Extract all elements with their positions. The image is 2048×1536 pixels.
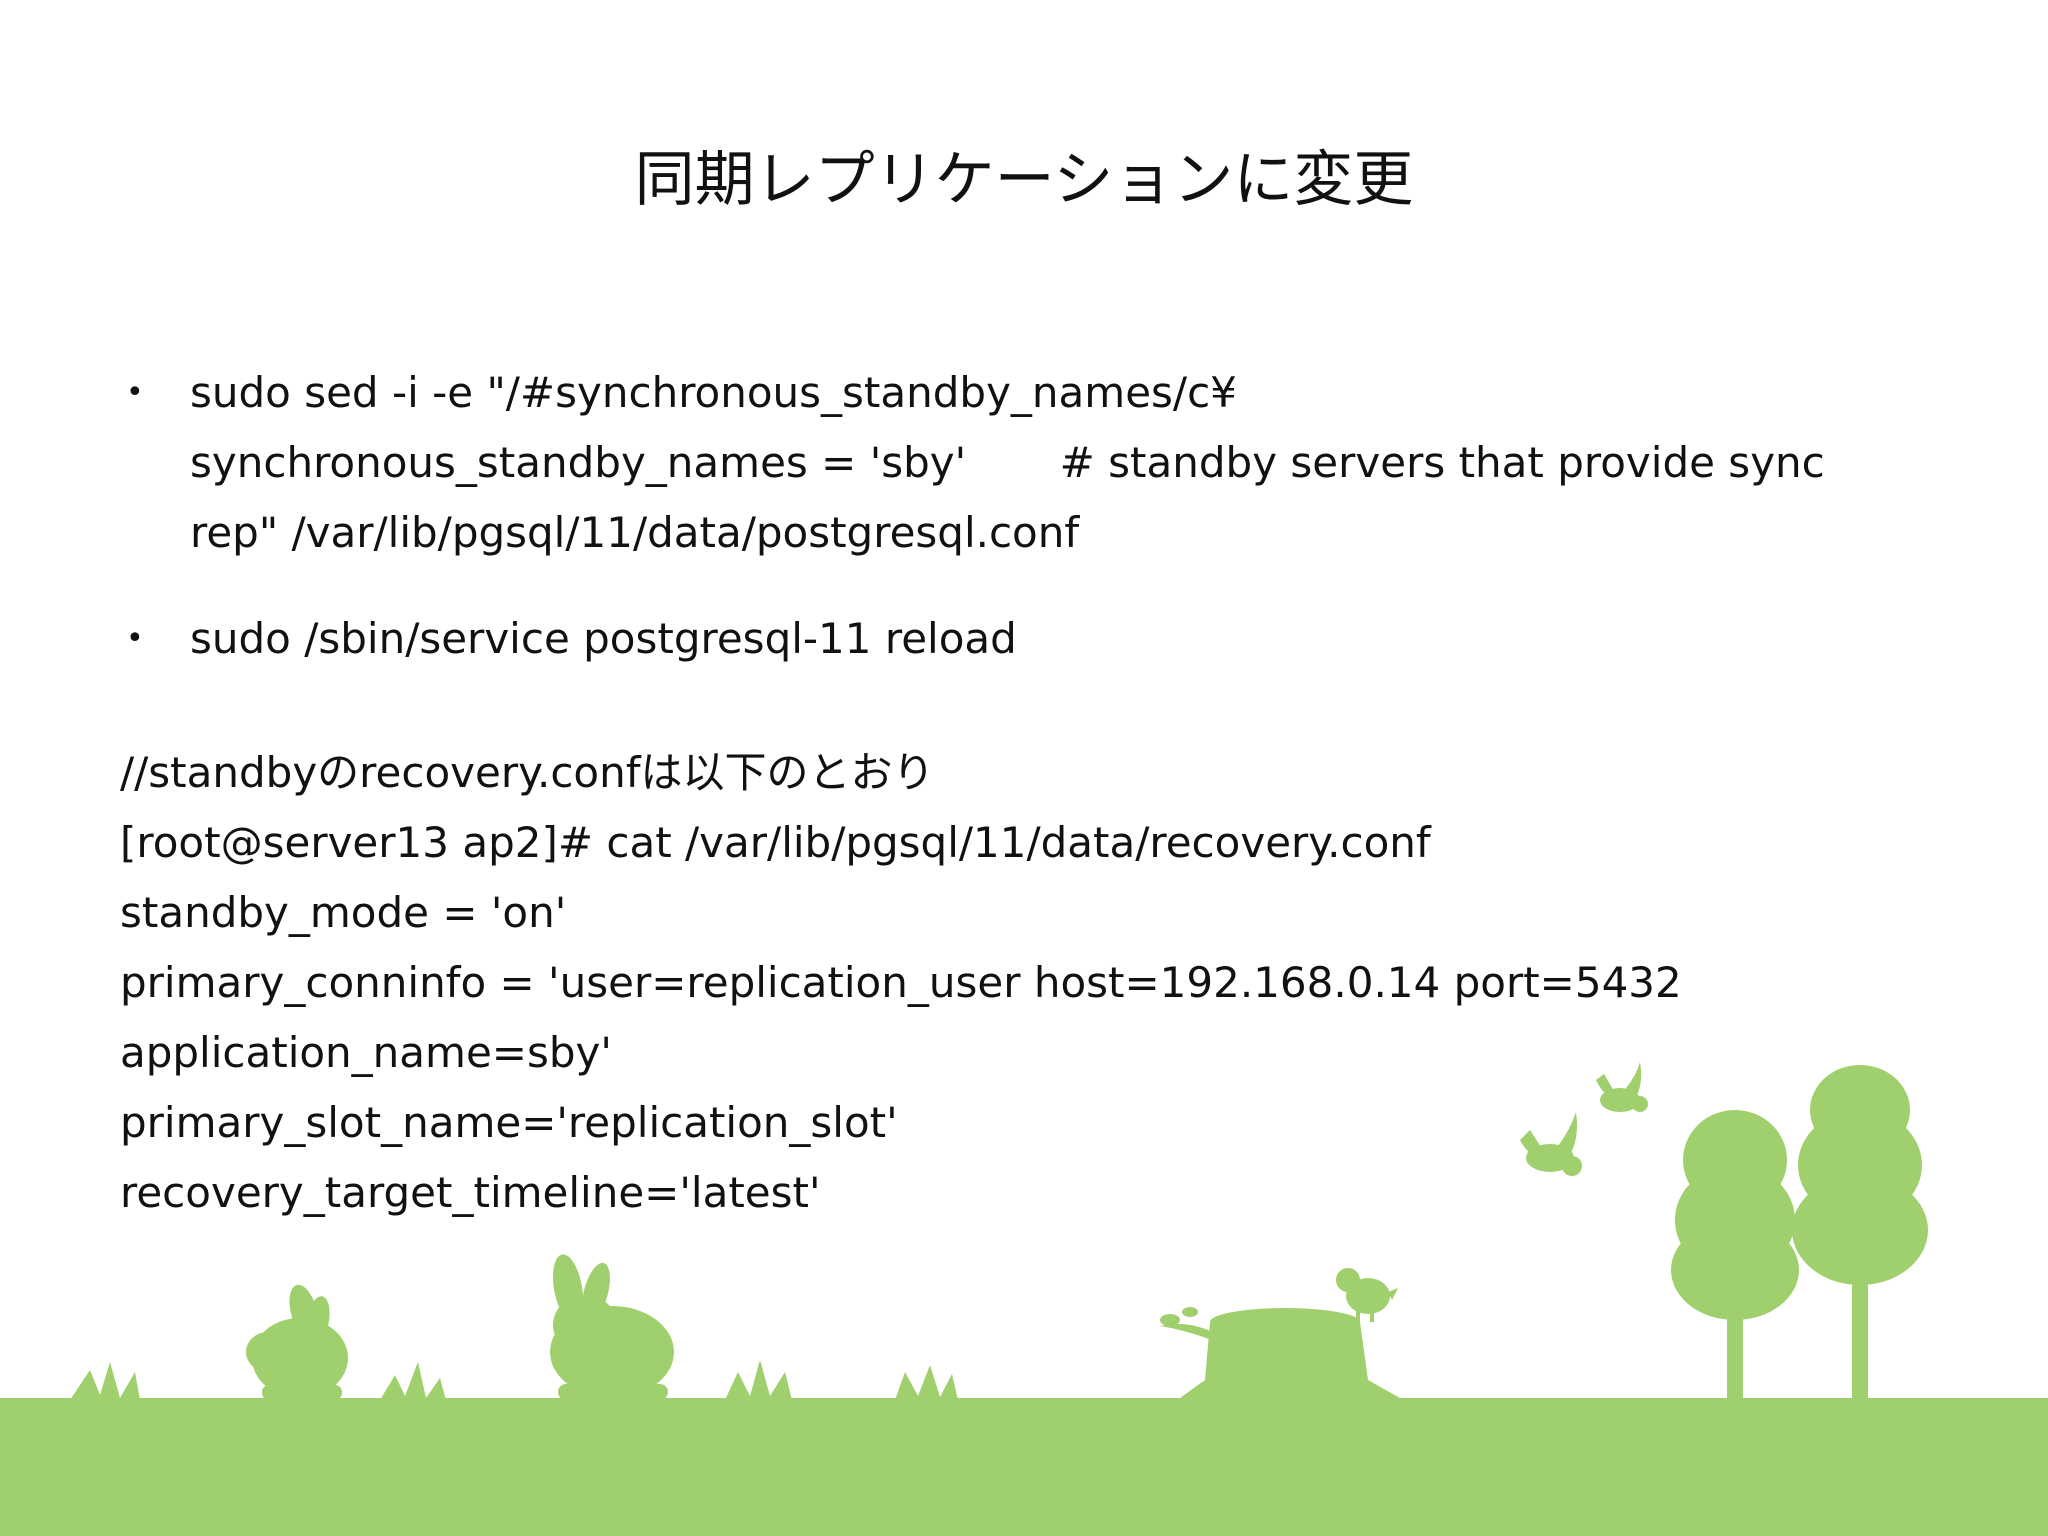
config-line: application_name=sby': [120, 1028, 612, 1077]
rabbit-2: [550, 1254, 674, 1400]
config-line: primary_conninfo = 'user=replication_use…: [120, 958, 1682, 1007]
grass-ground: [0, 1398, 2048, 1536]
bird-on-stump: [1336, 1268, 1398, 1322]
bullet-item-sed-command: • sudo sed -i -e "/#synchronous_standby_…: [120, 358, 2000, 568]
grass-tuft-1: [70, 1362, 140, 1400]
bullet-text-line: rep" /var/lib/pgsql/11/data/postgresql.c…: [190, 508, 1080, 557]
bullet-text-line: sudo sed -i -e "/#synchronous_standby_na…: [190, 368, 1237, 417]
tree-stump: [1160, 1307, 1400, 1398]
recovery-conf-block: //standbyのrecovery.confは以下のとおり [root@ser…: [120, 738, 2000, 1228]
rabbit-1: [246, 1284, 348, 1400]
bullet-text-line: synchronous_standby_names = 'sby' # stan…: [190, 438, 1825, 487]
config-command-line: [root@server13 ap2]# cat /var/lib/pgsql/…: [120, 818, 1431, 867]
config-line: standby_mode = 'on': [120, 888, 567, 937]
bullet-dot-icon: •: [126, 375, 144, 410]
grass-tuft-2: [380, 1362, 446, 1400]
bullet-dot-icon: •: [126, 621, 144, 656]
grass-tuft-4: [895, 1365, 958, 1400]
grass-tuft-3: [725, 1360, 792, 1400]
bullet-text-line: sudo /sbin/service postgresql-11 reload: [190, 614, 1017, 663]
bullet-item-reload-command: • sudo /sbin/service postgresql-11 reloa…: [120, 604, 2000, 674]
config-line: recovery_target_timeline='latest': [120, 1168, 821, 1217]
config-comment-line: //standbyのrecovery.confは以下のとおり: [120, 748, 935, 797]
config-line: primary_slot_name='replication_slot': [120, 1098, 898, 1147]
slide-title: 同期レプリケーションに変更: [634, 145, 1414, 215]
bullet-list: • sudo sed -i -e "/#synchronous_standby_…: [120, 358, 2000, 674]
